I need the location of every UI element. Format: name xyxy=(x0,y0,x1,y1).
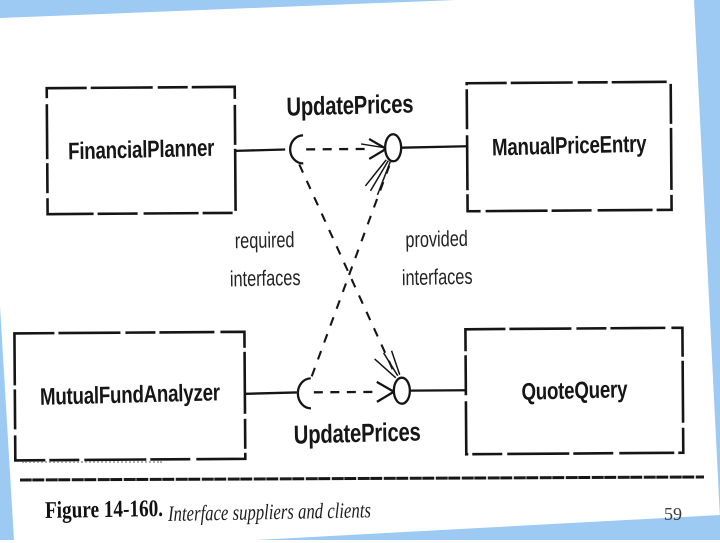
top-ball-sketch-arrowhead-icon xyxy=(365,160,390,195)
slide-page-number: 59 xyxy=(655,504,691,525)
annotation-provided-interfaces: provided interfaces xyxy=(388,219,485,297)
diagonal-dependency-bottom-socket-to-top-ball xyxy=(310,166,390,377)
annotation-provided-line2: interfaces xyxy=(389,257,486,297)
annotation-required-line1: required xyxy=(216,221,313,261)
component-label-quote-query: QuoteQuery xyxy=(489,326,660,455)
provided-interface-ball-icon xyxy=(385,134,401,161)
interface-name-top: UpdatePrices xyxy=(286,89,411,123)
scan-noise-dots xyxy=(22,461,162,463)
required-interface-socket-icon xyxy=(290,135,303,163)
component-label-manual-price-entry: ManualPriceEntry xyxy=(488,80,649,213)
provided-interface-ball-icon-bottom xyxy=(394,378,410,404)
annotation-provided-line1: provided xyxy=(388,219,485,259)
required-interface-socket-icon-bottom xyxy=(298,378,311,408)
figure-caption-label: Figure 14-160. xyxy=(45,496,163,525)
top-arrowhead-icon xyxy=(369,139,386,159)
top-right-connector-line xyxy=(401,146,467,147)
bottom-arrowhead-icon xyxy=(377,382,394,402)
interface-name-bottom: UpdatePrices xyxy=(293,416,418,450)
component-label-financial-planner: FinancialPlanner xyxy=(67,85,216,216)
bottom-left-connector-line xyxy=(246,392,297,393)
component-label-mutual-fund-analyzer: MutualFundAnalyzer xyxy=(39,329,221,461)
diagonal-dependency-top-socket-to-bottom-ball xyxy=(299,164,394,375)
bottom-ball-sketch-arrowhead-icon xyxy=(375,351,400,378)
top-left-connector-line xyxy=(235,150,285,151)
annotation-required-line2: interfaces xyxy=(217,259,314,299)
figure-caption-title: Interface suppliers and clients xyxy=(168,497,371,527)
annotation-required-interfaces: required interfaces xyxy=(216,221,313,299)
